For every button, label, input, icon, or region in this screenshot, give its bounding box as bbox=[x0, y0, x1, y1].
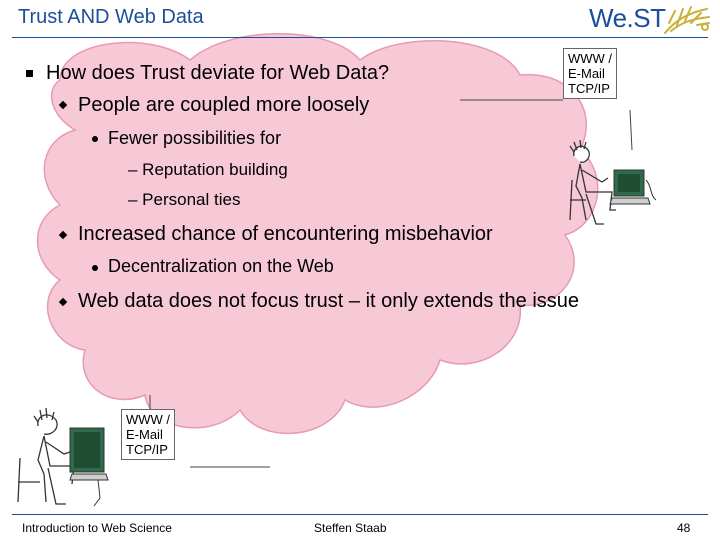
bullet-level2-b: Increased chance of encountering misbeha… bbox=[78, 223, 493, 245]
callout-bottom: WWW / E-Mail TCP/IP bbox=[121, 409, 176, 460]
callout-bottom-line2: E-Mail bbox=[126, 427, 163, 442]
callout-bottom-line3: TCP/IP bbox=[126, 442, 168, 457]
page-title: Trust AND Web Data bbox=[18, 6, 204, 28]
web-logo-icon bbox=[664, 6, 710, 34]
dot-bullet bbox=[92, 265, 98, 271]
callout-top-line3: TCP/IP bbox=[568, 81, 610, 96]
callout-bottom-line1: WWW / bbox=[126, 412, 171, 427]
page-number: 48 bbox=[677, 521, 691, 535]
dot-bullet bbox=[92, 136, 98, 142]
footer-course: Introduction to Web Science bbox=[22, 521, 172, 535]
logo-text: We.ST bbox=[589, 3, 666, 33]
west-logo: We.ST bbox=[589, 2, 714, 38]
callout-top-line2: E-Mail bbox=[568, 66, 605, 81]
bullet-level2-c: Web data does not focus trust – it only … bbox=[78, 290, 580, 312]
bullet-level2-a: People are coupled more loosely bbox=[78, 94, 370, 116]
bullet-level4-b: – Personal ties bbox=[128, 190, 241, 209]
footer-author: Steffen Staab bbox=[314, 521, 387, 535]
bullet-level1: How does Trust deviate for Web Data? bbox=[46, 62, 390, 84]
callout-top: WWW / E-Mail TCP/IP bbox=[563, 48, 618, 99]
footer-rule bbox=[12, 514, 708, 515]
bullet-level4-a: – Reputation building bbox=[128, 160, 288, 179]
bullet-level3-b: Decentralization on the Web bbox=[108, 256, 334, 276]
title-rule bbox=[12, 37, 708, 38]
square-bullet bbox=[26, 70, 33, 77]
callout-top-line1: WWW / bbox=[568, 51, 613, 66]
person-at-computer-icon bbox=[17, 408, 109, 507]
bullet-level3-a: Fewer possibilities for bbox=[108, 128, 282, 148]
person-at-computer-icon bbox=[569, 140, 657, 225]
